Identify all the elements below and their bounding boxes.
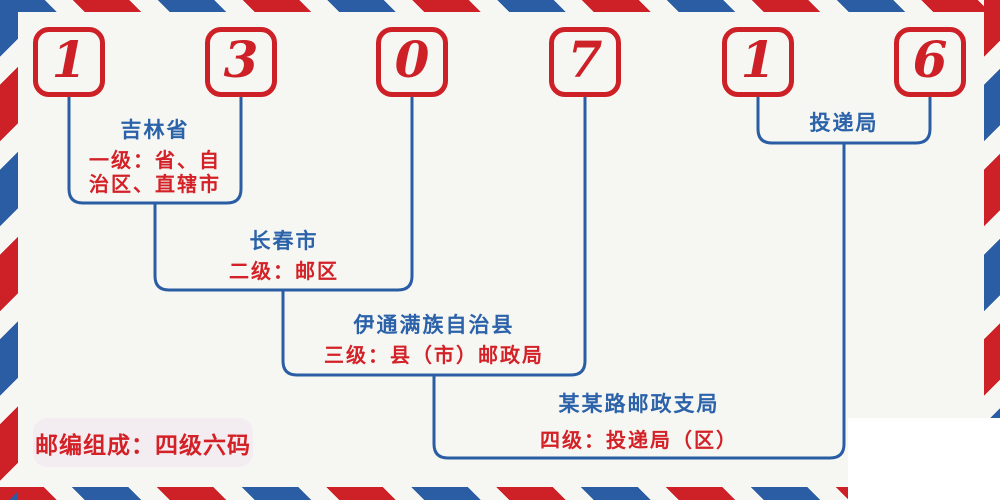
postal-digit-box-5: 1 (722, 27, 794, 97)
postal-digit-box-6: 6 (894, 27, 966, 97)
delivery-office-label: 投递局 (810, 107, 879, 137)
level-3-place: 伊通满族自治县 (353, 313, 515, 337)
level-1-label: 吉林省 一级：省、自 治区、直辖市 (89, 114, 221, 196)
postal-digit-box-1: 1 (33, 27, 105, 97)
postal-digit-box-3: 0 (376, 27, 448, 97)
delivery-office-place: 投递局 (809, 111, 879, 135)
postal-digit-box-4: 7 (549, 27, 621, 97)
postal-digit: 3 (223, 30, 259, 89)
postal-digit: 0 (394, 30, 430, 89)
level-2-label: 长春市 二级：邮区 (229, 225, 339, 283)
postal-digit-box-2: 3 (205, 27, 277, 97)
level-4-desc: 四级：投递局（区） (540, 428, 738, 452)
bottom-right-white-patch (848, 418, 1000, 500)
level-1-place: 吉林省 (120, 118, 190, 142)
postcode-composition-text: 邮编组成：四级六码 (35, 432, 251, 459)
level-1-desc: 一级：省、自 治区、直辖市 (89, 148, 221, 196)
level-4-label: 某某路邮政支局 四级：投递局（区） (540, 388, 738, 452)
postal-digit: 6 (912, 30, 948, 89)
level-3-desc: 三级：县（市）邮政局 (324, 343, 544, 367)
postal-digit: 1 (740, 30, 776, 89)
postcode-composition-badge: 邮编组成：四级六码 (33, 418, 253, 467)
level-3-label: 伊通满族自治县 三级：县（市）邮政局 (324, 309, 544, 367)
airmail-border-left (0, 0, 18, 500)
postal-digit: 1 (51, 30, 87, 89)
level-2-place: 长春市 (249, 229, 319, 253)
level-4-place: 某某路邮政支局 (558, 392, 720, 416)
postal-digit: 7 (567, 30, 603, 89)
level-2-desc: 二级：邮区 (229, 259, 339, 283)
airmail-border-top (0, 0, 1000, 12)
